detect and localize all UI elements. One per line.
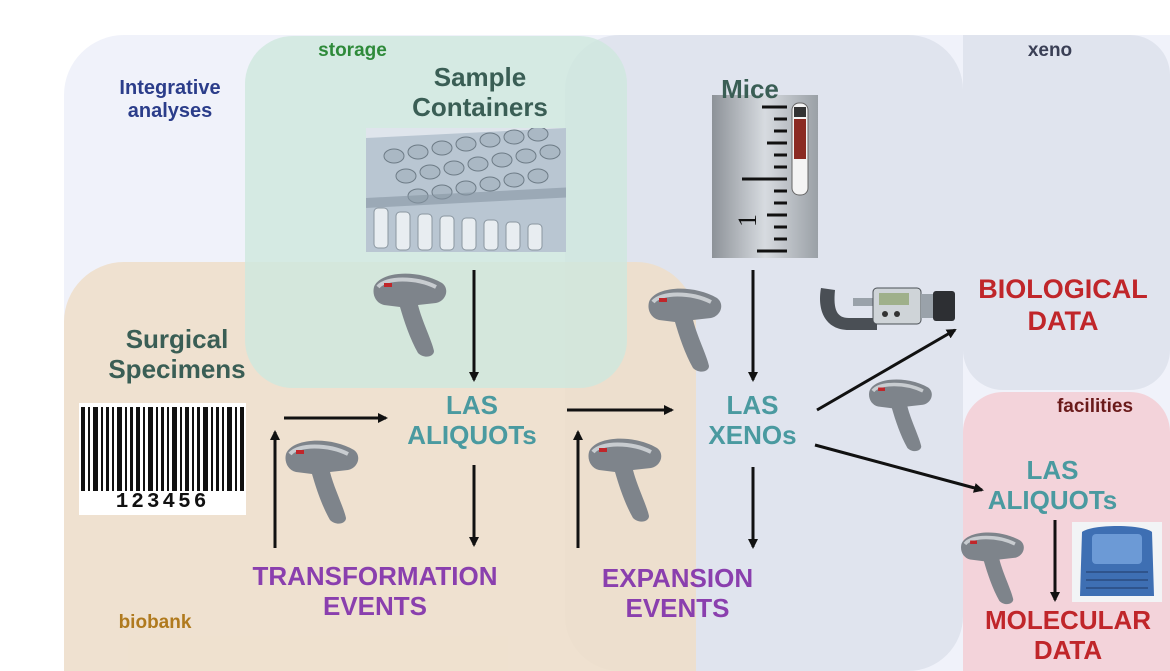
las-xenos-label: LAS XENOs (708, 390, 797, 451)
barcode-scanner-icon (958, 525, 1040, 607)
sample-containers-label: Sample Containers (412, 62, 548, 123)
las-aliquots-center-label: LAS ALIQUOTs (407, 390, 537, 451)
micrometer-image (815, 280, 957, 334)
sample-containers-image (366, 126, 566, 252)
barcode-scanner-icon (866, 372, 948, 454)
barcode-number: 123456 (115, 491, 210, 514)
xeno-biological-region (963, 35, 1170, 390)
molecular-data-label: MOLECULAR DATA (984, 605, 1152, 666)
facilities-label: facilities (1056, 396, 1134, 417)
ruler-vial-image: 1 (712, 95, 818, 258)
mice-label: Mice (721, 74, 779, 104)
barcode-image: 123456 (79, 403, 246, 515)
integrative-analyses-label: Integrative analyses (119, 77, 221, 123)
transformation-events-label: TRANSFORMATION EVENTS (252, 561, 498, 622)
biological-data-label: BIOLOGICAL DATA (978, 274, 1148, 336)
barcode-scanner-icon (645, 280, 740, 375)
svg-text:1: 1 (733, 214, 762, 227)
expansion-events-label: EXPANSION EVENTS (601, 563, 754, 624)
sequencer-image (1072, 522, 1162, 602)
surgical-specimens-label: Surgical Specimens (108, 324, 246, 385)
biobank-label: biobank (118, 612, 192, 633)
storage-label: storage (318, 40, 387, 61)
barcode-scanner-icon (370, 265, 465, 360)
xeno-label: xeno (1027, 40, 1073, 61)
barcode-scanner-icon (282, 432, 377, 527)
barcode-scanner-icon (585, 430, 680, 525)
las-aliquots-facilities-label: LAS ALIQUOTs (987, 455, 1118, 516)
